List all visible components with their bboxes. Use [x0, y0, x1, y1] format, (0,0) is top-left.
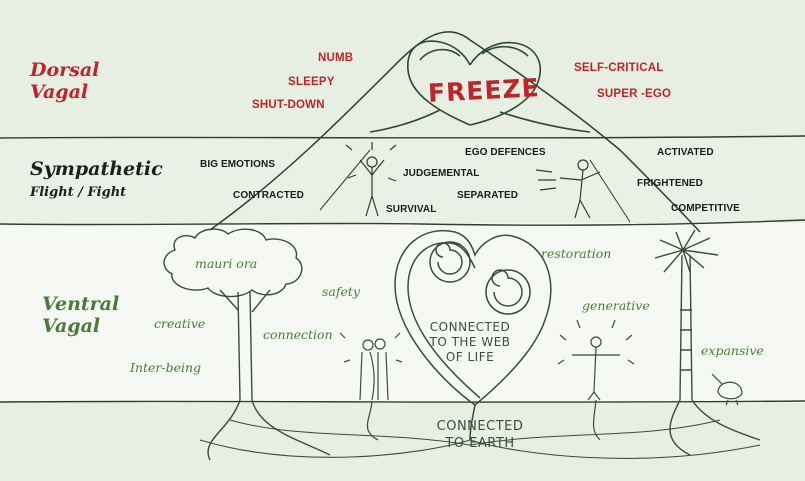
earth-caption: CONNECTED TO EARTH [430, 418, 530, 452]
label-expansive: expansive [701, 343, 764, 358]
label-generative: generative [582, 298, 650, 313]
sympathetic-title: Sympathetic [30, 158, 163, 180]
label-creative: creative [154, 316, 206, 331]
label-sleepy: SLEEPY [288, 76, 335, 88]
ground-line [0, 400, 805, 403]
label-competitive: COMPETITIVE [671, 203, 740, 214]
root-network [199, 439, 761, 459]
label-restoration: restoration [541, 246, 612, 261]
radiant-figure-icon [557, 319, 635, 441]
dorsal-horizon-line [0, 135, 805, 139]
label-survival: SURVIVAL [386, 204, 437, 215]
mountain-outline [209, 31, 701, 233]
heart-caption-line3: OF LIFE [445, 350, 495, 364]
label-ego-defences: EGO DEFENCES [465, 147, 546, 158]
earth-caption-line1: CONNECTED [436, 419, 524, 434]
palm-tree-icon [654, 229, 761, 456]
sympathetic-band [0, 138, 805, 223]
label-super-ego: SUPER -EGO [597, 88, 672, 100]
running-figure-icon [535, 159, 601, 219]
earth-band [0, 403, 805, 481]
label-shut-down: SHUT-DOWN [252, 99, 325, 111]
heart-caption-line2: TO THE WEB [429, 335, 511, 349]
label-inter-being: Inter-being [130, 360, 202, 375]
ventral-title-line1: Ventral [42, 293, 120, 315]
heart-caption-line1: CONNECTED [429, 320, 511, 334]
heart-hands-icon [369, 40, 591, 133]
label-frightened: FRIGHTENED [637, 178, 703, 189]
label-contracted: CONTRACTED [233, 190, 304, 201]
heart-koru-icon [394, 230, 552, 441]
dorsal-band [0, 0, 805, 138]
label-big-emotions: BIG EMOTIONS [200, 159, 276, 170]
label-mauri-ora: mauri ora [195, 256, 258, 271]
label-separated: SEPARATED [457, 190, 519, 201]
couple-embracing-icon [339, 332, 403, 441]
dorsal-title-line1: Dorsal [30, 59, 100, 81]
sympathetic-subtitle: Flight / Fight [30, 185, 127, 200]
label-judgemental: JUDGEMENTAL [403, 168, 480, 179]
label-numb: NUMB [318, 52, 354, 64]
tree-icon [163, 228, 331, 461]
label-self-critical: SELF-CRITICAL [574, 62, 664, 74]
heart-caption: CONNECTED TO THE WEB OF LIFE [420, 320, 520, 365]
kiwi-bird-icon [711, 373, 743, 406]
label-activated: ACTIVATED [657, 147, 714, 158]
ventral-title: Ventral Vagal [42, 293, 119, 337]
dorsal-title: Dorsal Vagal [30, 59, 99, 103]
ray-right [589, 159, 631, 223]
earth-caption-line2: TO EARTH [445, 436, 515, 451]
sympathetic-horizon-line [0, 219, 805, 226]
ray-left [319, 149, 371, 211]
label-connection: connection [263, 327, 333, 342]
stressed-figure-icon [345, 142, 397, 217]
root-network-2 [229, 419, 721, 446]
ventral-title-line2: Vagal [42, 315, 101, 337]
freeze-label: FREEZE [427, 73, 541, 108]
label-safety: safety [322, 284, 360, 299]
dorsal-title-line2: Vagal [30, 81, 89, 103]
